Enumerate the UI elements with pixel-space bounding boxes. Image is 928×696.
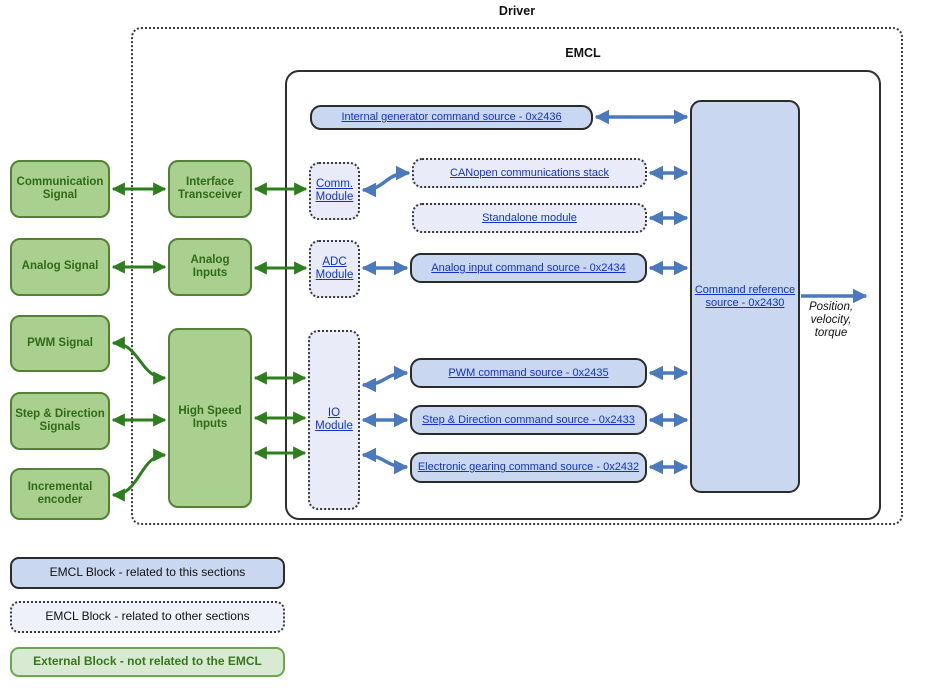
legend-emcl-this-section: EMCL Block - related to this sections [10, 557, 285, 589]
block-comm-module: Comm. Module [309, 162, 360, 220]
block-command-reference-source: Command reference source - 0x2430 [690, 100, 800, 493]
block-adc-module: ADC Module [309, 240, 360, 298]
emcl-title: EMCL [565, 46, 601, 60]
canopen-stack-link[interactable]: CANopen communications stack [450, 166, 609, 179]
block-pwm-signal: PWM Signal [10, 315, 110, 372]
block-high-speed-inputs: High Speed Inputs [168, 328, 252, 508]
block-analog-input-source: Analog input command source - 0x2434 [410, 253, 647, 283]
block-io-module: IO Module [308, 330, 360, 510]
legend-emcl-other-sections: EMCL Block - related to other sections [10, 601, 285, 633]
block-step-direction-signals: Step & Direction Signals [10, 392, 110, 450]
block-label: Analog Signal [21, 260, 99, 273]
legend-label: EMCL Block - related to other sections [45, 609, 250, 624]
block-canopen-stack: CANopen communications stack [412, 158, 647, 188]
analog-input-source-link[interactable]: Analog input command source - 0x2434 [431, 261, 626, 274]
adc-module-link[interactable]: ADC Module [315, 255, 354, 281]
electronic-gearing-source-link[interactable]: Electronic gearing command source - 0x24… [417, 461, 640, 474]
block-label: Incremental encoder [27, 480, 93, 506]
block-label: Analog Inputs [190, 253, 230, 279]
internal-generator-link[interactable]: Internal generator command source - 0x24… [341, 111, 562, 124]
pwm-source-link[interactable]: PWM command source - 0x2435 [448, 366, 609, 379]
command-reference-link[interactable]: Command reference source - 0x2430 [694, 283, 796, 309]
block-label: Interface Transceiver [178, 175, 242, 201]
block-label: Step & Direction Signals [15, 407, 105, 433]
block-internal-generator-source: Internal generator command source - 0x24… [310, 105, 593, 130]
io-module-link[interactable]: IO Module [315, 406, 353, 432]
legend-label: External Block - not related to the EMCL [33, 654, 262, 669]
standalone-module-link[interactable]: Standalone module [482, 211, 577, 224]
block-standalone-module: Standalone module [412, 203, 647, 233]
legend-external-block: External Block - not related to the EMCL [10, 647, 285, 677]
block-label: High Speed Inputs [178, 404, 242, 430]
block-label: PWM Signal [27, 336, 93, 349]
legend-label: EMCL Block - related to this sections [49, 565, 246, 580]
block-label: Communication Signal [16, 175, 104, 201]
step-direction-source-link[interactable]: Step & Direction command source - 0x2433 [422, 413, 635, 426]
block-step-direction-source: Step & Direction command source - 0x2433 [410, 405, 647, 435]
block-incremental-encoder: Incremental encoder [10, 468, 110, 520]
block-communication-signal: Communication Signal [10, 160, 110, 218]
block-analog-inputs: Analog Inputs [168, 238, 252, 296]
driver-title: Driver [498, 4, 536, 18]
block-pwm-source: PWM command source - 0x2435 [410, 358, 647, 388]
output-label: Position, velocity, torque [808, 301, 854, 340]
comm-module-link[interactable]: Comm. Module [315, 177, 354, 203]
block-electronic-gearing-source: Electronic gearing command source - 0x24… [410, 452, 647, 483]
block-analog-signal: Analog Signal [10, 238, 110, 296]
block-interface-transceiver: Interface Transceiver [168, 160, 252, 218]
